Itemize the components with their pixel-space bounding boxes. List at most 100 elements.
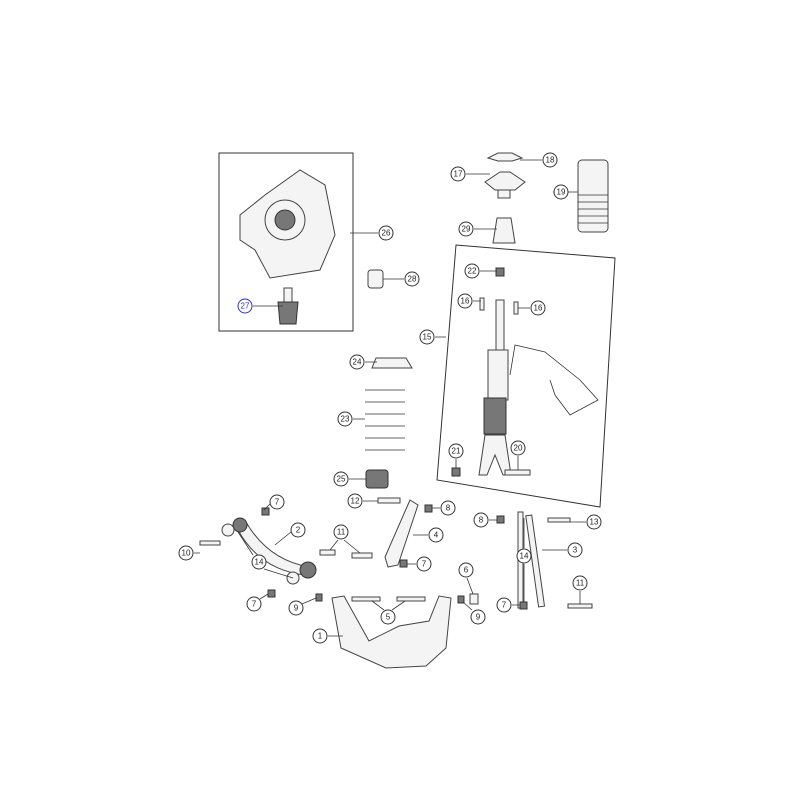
callout-8[interactable]: 8: [440, 500, 456, 516]
nut-28-part[interactable]: [367, 269, 384, 289]
callout-label: 23: [341, 415, 350, 424]
callout-8[interactable]: 8: [473, 512, 489, 528]
mount-plate-part[interactable]: [486, 152, 524, 162]
callout-7[interactable]: 7: [416, 556, 432, 572]
callout-label: 7: [502, 601, 507, 610]
callout-7[interactable]: 7: [496, 597, 512, 613]
shock-group-box: [436, 244, 616, 508]
lower-control-arm-part[interactable]: [331, 595, 452, 669]
callout-circle: [448, 443, 464, 459]
callout-label: 11: [337, 528, 346, 537]
callout-16[interactable]: 16: [530, 300, 546, 316]
callout-9[interactable]: 9: [288, 600, 304, 616]
callout-label: 21: [452, 447, 461, 456]
callout-15[interactable]: 15: [419, 329, 435, 345]
callout-label: 11: [576, 579, 585, 588]
callout-21[interactable]: 21: [448, 443, 464, 459]
callout-label: 28: [408, 275, 417, 284]
callout-circle: [380, 609, 396, 625]
callout-25[interactable]: 25: [333, 471, 349, 487]
callout-10[interactable]: 10: [178, 545, 194, 561]
callout-circle: [470, 609, 486, 625]
callout-circle: [416, 556, 432, 572]
callout-1[interactable]: 1: [312, 628, 328, 644]
callout-label: 20: [514, 444, 523, 453]
callout-label: 3: [573, 546, 578, 555]
sensor-harness-part[interactable]: [509, 344, 599, 416]
callout-11[interactable]: 11: [572, 575, 588, 591]
callout-circle: [542, 152, 558, 168]
callout-label: 14: [255, 558, 264, 567]
callout-label: 24: [353, 358, 362, 367]
callout-circle: [349, 354, 365, 370]
callout-circle: [419, 329, 435, 345]
callout-19[interactable]: 19: [553, 184, 569, 200]
callout-23[interactable]: 23: [337, 411, 353, 427]
callout-17[interactable]: 17: [450, 166, 466, 182]
callout-circle: [450, 166, 466, 182]
callout-3[interactable]: 3: [567, 542, 583, 558]
callout-26[interactable]: 26: [378, 225, 394, 241]
callout-label: 7: [422, 560, 427, 569]
link-2-part[interactable]: [232, 517, 317, 579]
callout-4[interactable]: 4: [428, 527, 444, 543]
callout-11[interactable]: 11: [333, 524, 349, 540]
callout-2[interactable]: 2: [290, 522, 306, 538]
callout-29[interactable]: 29: [458, 221, 474, 237]
callout-14[interactable]: 14: [251, 554, 267, 570]
callout-circle: [530, 300, 546, 316]
callout-circle: [458, 562, 474, 578]
dust-boot-part[interactable]: [577, 159, 609, 233]
callout-7[interactable]: 7: [246, 596, 262, 612]
callout-12[interactable]: 12: [347, 493, 363, 509]
jounce-bumper-part[interactable]: [492, 217, 516, 244]
callout-22[interactable]: 22: [464, 263, 480, 279]
callout-circle: [337, 411, 353, 427]
callout-circle: [251, 554, 267, 570]
callout-label: 1: [318, 632, 323, 641]
callout-label: 12: [351, 497, 360, 506]
knuckle-part[interactable]: [239, 169, 336, 279]
callout-circle: [510, 440, 526, 456]
callout-13[interactable]: 13: [586, 514, 602, 530]
callout-label: 26: [382, 229, 391, 238]
callout-circle: [553, 184, 569, 200]
small-bolts[interactable]: [199, 497, 593, 610]
callout-16[interactable]: 16: [457, 293, 473, 309]
callout-circle: [347, 493, 363, 509]
callout-circle: [428, 527, 444, 543]
callout-9[interactable]: 9: [470, 609, 486, 625]
upper-mount-part[interactable]: [484, 171, 526, 199]
callout-14[interactable]: 14: [516, 548, 532, 564]
callout-label: 13: [590, 518, 599, 527]
lower-isolator-part[interactable]: [365, 469, 389, 489]
ball-joint-part[interactable]: [277, 287, 299, 325]
callout-5[interactable]: 5: [380, 609, 396, 625]
shock-absorber-part[interactable]: [478, 299, 512, 476]
callout-6[interactable]: 6: [458, 562, 474, 578]
callout-label: 16: [534, 304, 543, 313]
callout-circle: [567, 542, 583, 558]
spring-isolator-part[interactable]: [371, 357, 413, 369]
callout-label: 7: [252, 600, 257, 609]
callout-label: 17: [454, 170, 463, 179]
callout-20[interactable]: 20: [510, 440, 526, 456]
callout-label: 16: [461, 297, 470, 306]
callout-28[interactable]: 28: [404, 271, 420, 287]
callout-circle: [496, 597, 512, 613]
link-4-part[interactable]: [384, 499, 419, 568]
callout-label: 25: [337, 475, 346, 484]
callout-27[interactable]: 27: [237, 298, 253, 314]
callout-18[interactable]: 18: [542, 152, 558, 168]
coil-spring-part[interactable]: [365, 389, 405, 451]
callout-7[interactable]: 7: [269, 494, 285, 510]
callout-label: 15: [423, 333, 432, 342]
callout-label: 19: [557, 188, 566, 197]
bolt-parts[interactable]: [451, 267, 531, 477]
callout-24[interactable]: 24: [349, 354, 365, 370]
callout-label: 7: [275, 498, 280, 507]
callout-label: 8: [446, 504, 451, 513]
callout-circle: [290, 522, 306, 538]
